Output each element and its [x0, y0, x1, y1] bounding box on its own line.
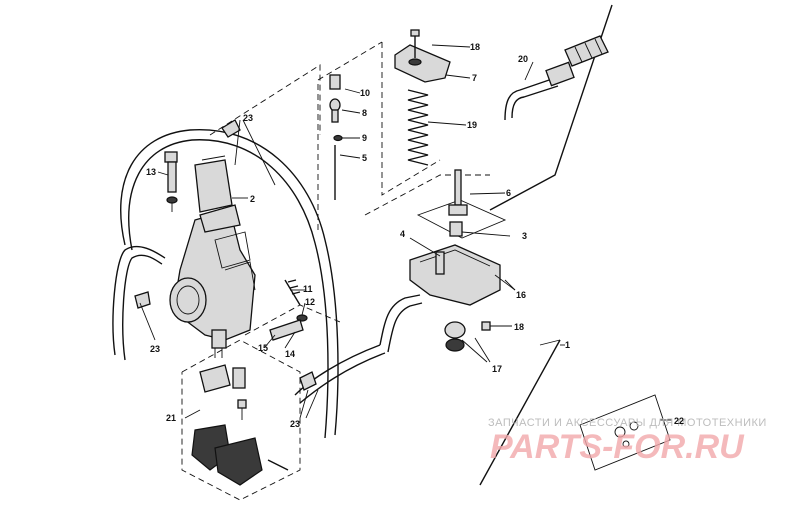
callout-23b: 23 [150, 344, 160, 354]
callout-8: 8 [362, 108, 367, 118]
gasket-kit [579, 394, 671, 471]
callout-19: 19 [467, 120, 477, 130]
callout-9: 9 [362, 133, 367, 143]
callout-11: 11 [303, 284, 313, 294]
float-bowl [409, 169, 507, 306]
callout-18a: 18 [470, 42, 480, 52]
fuel-filter [444, 321, 491, 352]
callout-12: 12 [305, 297, 315, 307]
watermark-brand: PARTS-FOR.RU [490, 428, 745, 466]
assembly-frame [479, 4, 613, 486]
lower-kit [191, 364, 289, 486]
callout-13: 13 [146, 167, 156, 177]
jet-needle-stack [329, 74, 343, 200]
callout-17: 17 [492, 364, 502, 374]
hose-clips [134, 119, 317, 391]
callout-15: 15 [258, 343, 268, 353]
carburetor-body [169, 204, 256, 358]
callout-21: 21 [166, 413, 176, 423]
callout-4: 4 [400, 229, 405, 239]
callout-1: 1 [565, 340, 570, 350]
vent-hoses [112, 129, 423, 439]
adjust-screws [269, 279, 308, 341]
callout-23c: 23 [290, 419, 300, 429]
throttle-slide-and-choke [164, 151, 233, 213]
callout-3: 3 [522, 231, 527, 241]
callout-5: 5 [362, 153, 367, 163]
callout-7: 7 [472, 73, 477, 83]
callout-23a: 23 [243, 113, 253, 123]
callout-20: 20 [518, 54, 528, 64]
callout-2: 2 [250, 194, 255, 204]
callout-6: 6 [506, 188, 511, 198]
callout-10: 10 [360, 88, 370, 98]
throttle-cable [504, 35, 609, 121]
top-cap-and-spring [394, 29, 451, 166]
callout-18b: 18 [514, 322, 524, 332]
callout-labels: 1 2 3 4 5 6 7 8 9 10 11 12 13 14 15 16 1… [146, 42, 684, 429]
callout-16: 16 [516, 290, 526, 300]
callout-14: 14 [285, 349, 295, 359]
leader-lines [139, 44, 672, 421]
callout-22: 22 [674, 416, 684, 426]
watermark: ЗАПЧАСТИ И АКСЕССУАРЫ ДЛЯ МОТОТЕХНИКИ PA… [488, 417, 767, 466]
watermark-tagline: ЗАПЧАСТИ И АКСЕССУАРЫ ДЛЯ МОТОТЕХНИКИ [488, 417, 767, 429]
